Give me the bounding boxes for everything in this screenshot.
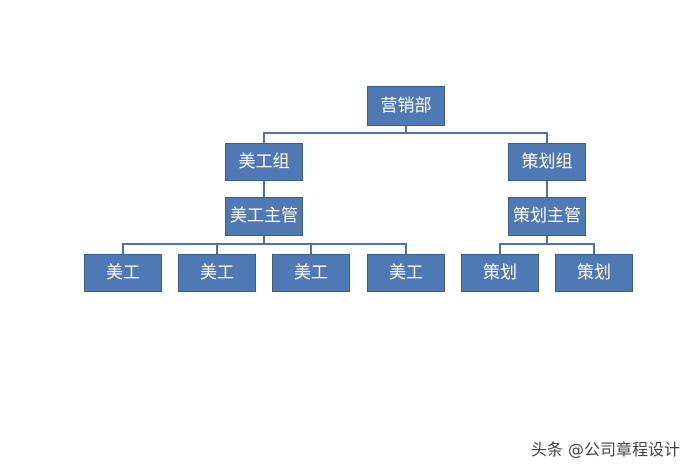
node-artist: 美工 bbox=[84, 254, 162, 292]
connector-to-planner-2 bbox=[593, 243, 595, 254]
connector-to-artist-3 bbox=[310, 243, 312, 254]
connector-planning-supervisor-down bbox=[546, 236, 548, 244]
connector-to-planner-1 bbox=[499, 243, 501, 254]
node-artist: 美工 bbox=[272, 254, 350, 292]
watermark-text: 头条 @公司章程设计 bbox=[530, 440, 680, 459]
connector-art-group-to-supervisor bbox=[263, 181, 265, 197]
node-planner: 策划 bbox=[555, 254, 633, 292]
connector-to-art-group bbox=[263, 132, 265, 143]
connector-to-planning-group bbox=[546, 132, 548, 143]
node-marketing-dept: 营销部 bbox=[367, 86, 445, 126]
connector-root-down bbox=[405, 126, 407, 133]
connector-level1-horizontal bbox=[263, 132, 548, 134]
connector-art-supervisor-down bbox=[263, 236, 265, 244]
node-artist: 美工 bbox=[178, 254, 256, 292]
node-planner: 策划 bbox=[461, 254, 539, 292]
node-artist: 美工 bbox=[367, 254, 445, 292]
node-art-supervisor: 美工主管 bbox=[225, 197, 303, 236]
connector-artists-horizontal bbox=[122, 243, 407, 245]
connector-to-artist-1 bbox=[122, 243, 124, 254]
node-planning-group: 策划组 bbox=[508, 143, 586, 181]
node-art-group: 美工组 bbox=[225, 143, 303, 181]
connector-to-artist-4 bbox=[405, 243, 407, 254]
connector-planners-horizontal bbox=[499, 243, 595, 245]
connector-to-artist-2 bbox=[216, 243, 218, 254]
node-planning-supervisor: 策划主管 bbox=[508, 197, 586, 236]
connector-planning-group-to-supervisor bbox=[546, 181, 548, 197]
